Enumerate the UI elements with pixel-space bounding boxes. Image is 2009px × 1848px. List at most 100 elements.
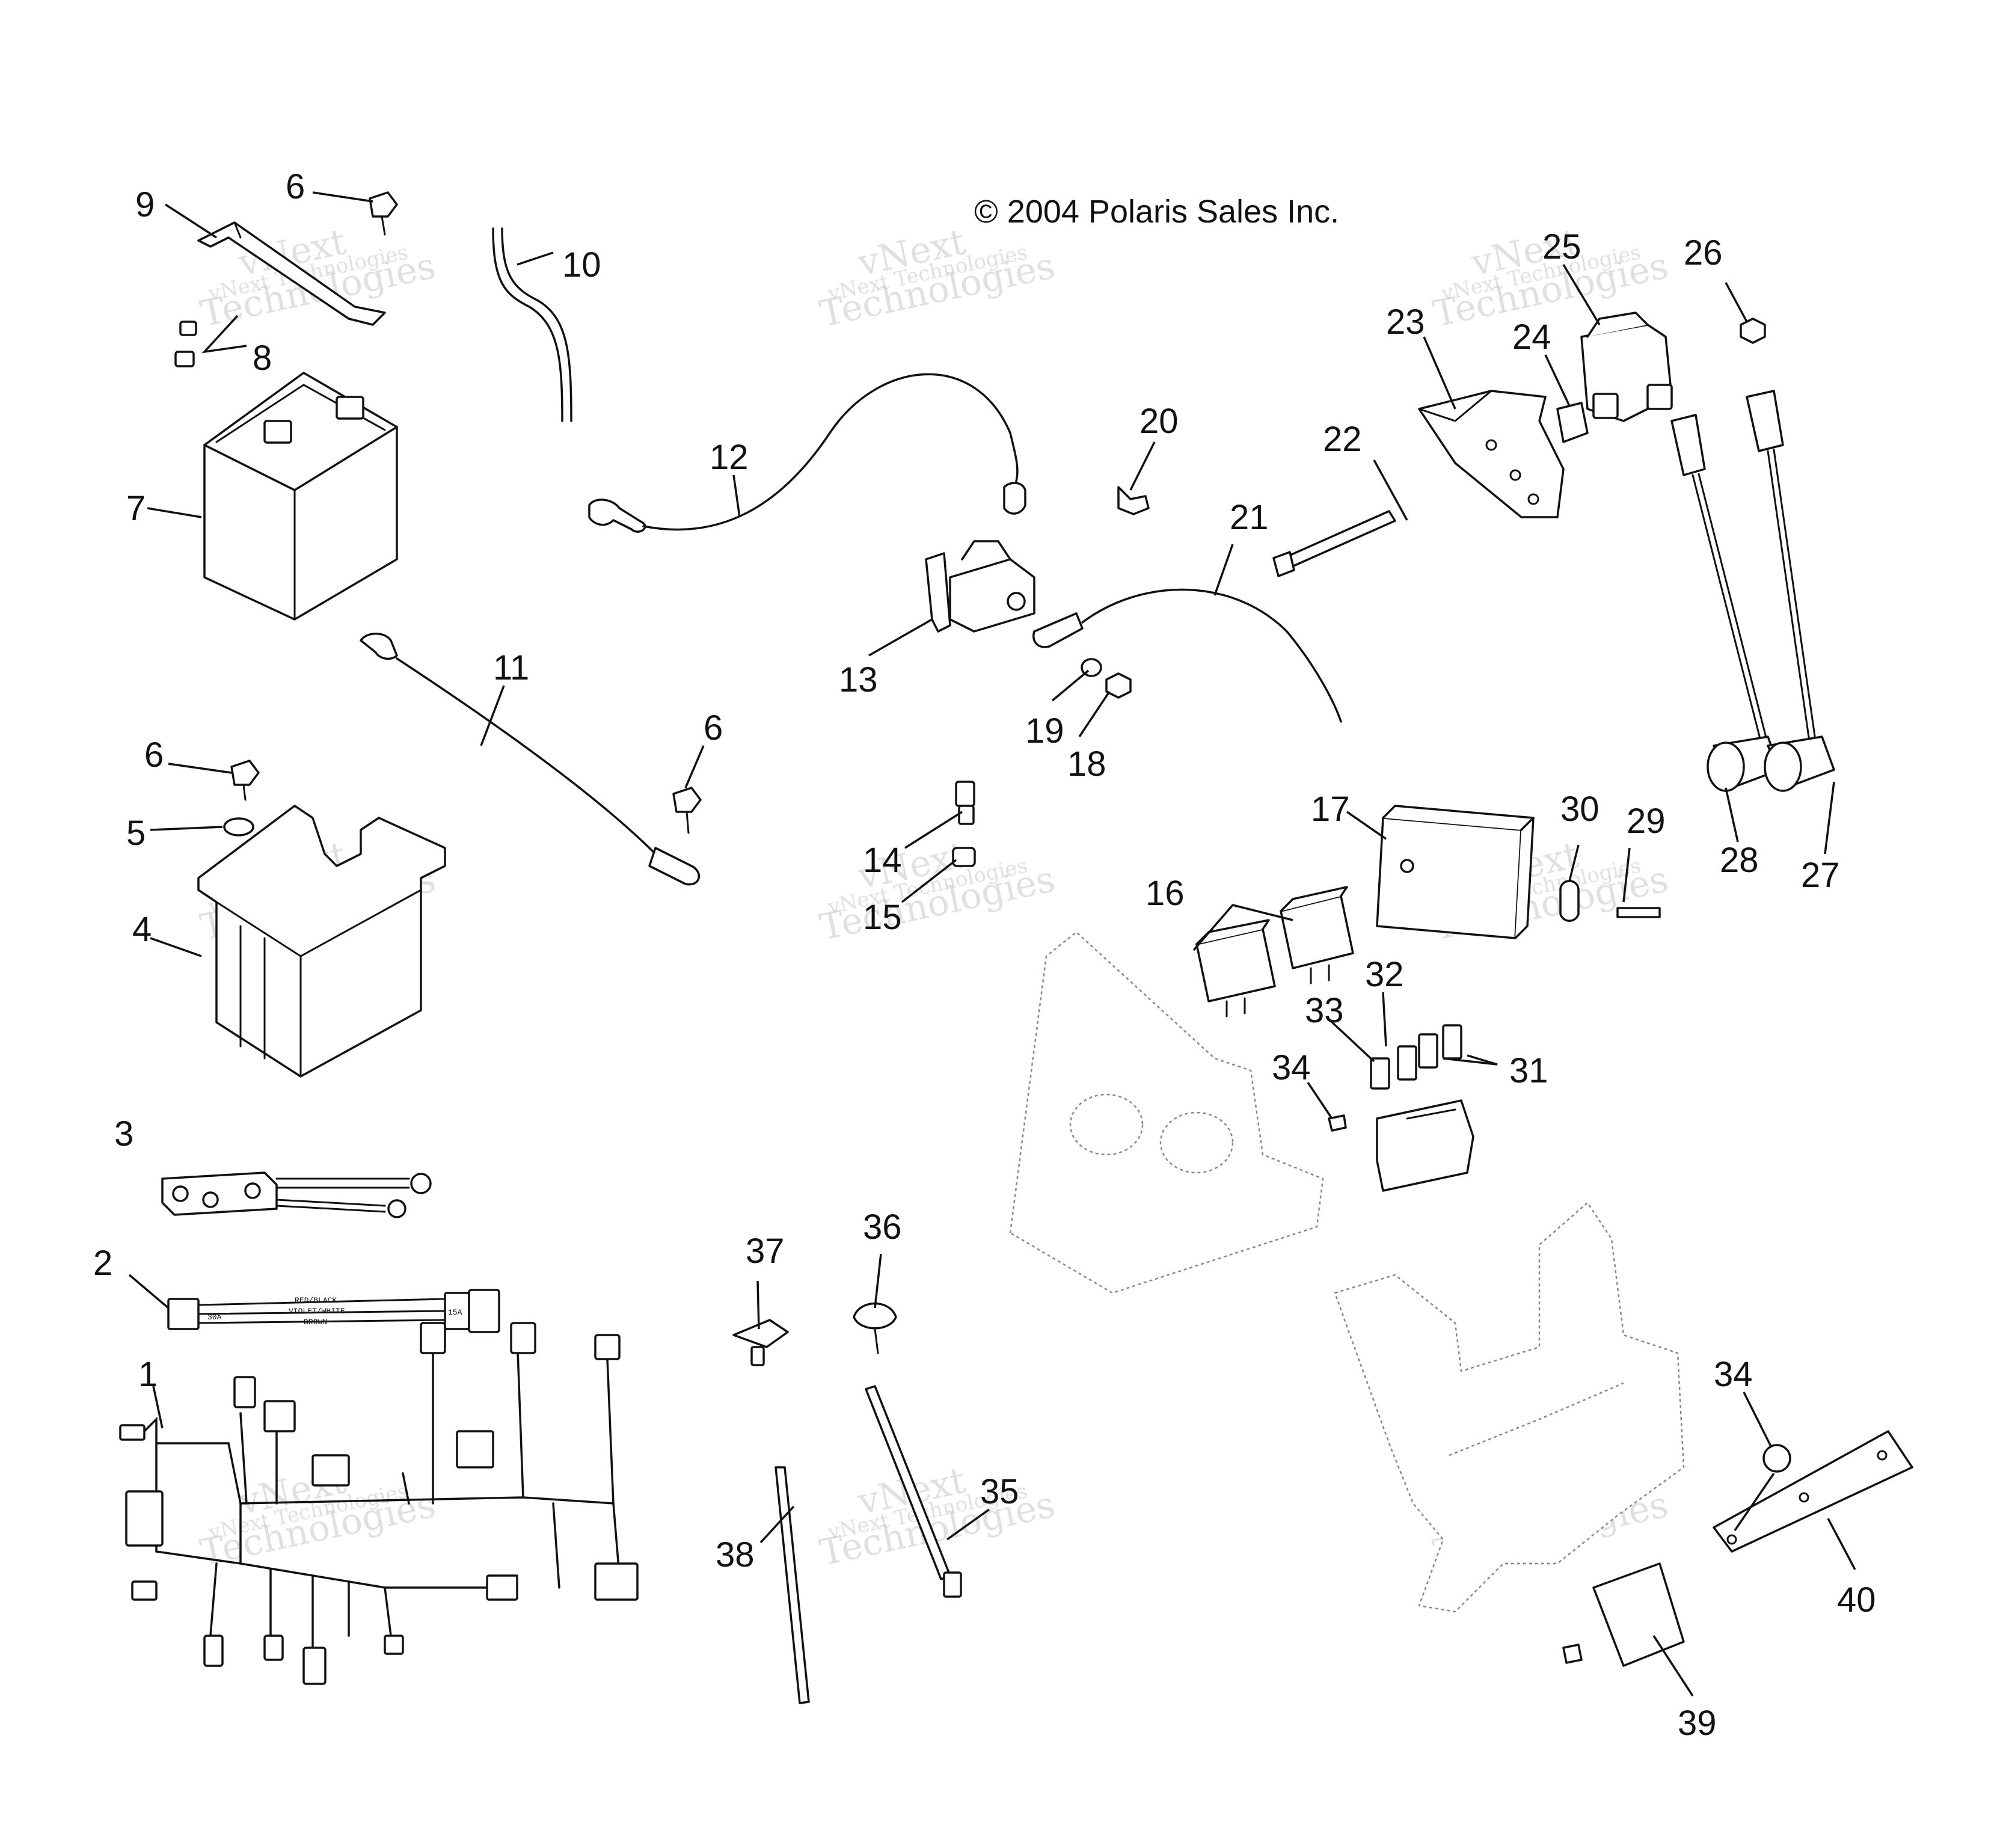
callout-16: 16 [1146, 874, 1185, 913]
part-fuse-32 [1397, 1045, 1417, 1081]
callout-24: 24 [1512, 318, 1551, 357]
part-plug-lead-28 [1670, 414, 1781, 792]
callout-3: 3 [114, 1114, 133, 1153]
part-nut-18 [1105, 672, 1132, 699]
callout-1: 1 [138, 1355, 158, 1394]
watermark-5: vNext Technologies vNext Technologies [816, 834, 1058, 949]
callout-2: 2 [93, 1244, 112, 1283]
part-clip-36 [853, 1302, 897, 1354]
part-tie-35 [865, 1385, 962, 1598]
wire-label-fuse: 30A [207, 1313, 222, 1322]
callout-18: 18 [1067, 744, 1106, 784]
callout-6-mid: 6 [704, 708, 723, 747]
callout-17: 17 [1311, 790, 1350, 829]
wire-label-plug: 15A [448, 1308, 462, 1317]
part-sleeve-24 [1556, 402, 1589, 443]
callout-12: 12 [710, 438, 749, 477]
part-clip-30 [1559, 880, 1580, 922]
watermark-2: vNext Technologies vNext Technologies [816, 221, 1058, 336]
part-bracket-40 [1713, 1430, 1913, 1553]
callout-36: 36 [863, 1208, 902, 1247]
part-screw-34a [1328, 1114, 1347, 1132]
part-cable-21 [1032, 588, 1342, 723]
part-fuse-31a [1418, 1033, 1438, 1069]
callout-30: 30 [1560, 790, 1600, 829]
callout-31: 31 [1509, 1051, 1548, 1090]
callout-39: 39 [1678, 1704, 1717, 1743]
part-main-harness [119, 1322, 639, 1685]
callout-22: 22 [1323, 420, 1362, 459]
callout-10: 10 [562, 245, 601, 284]
callout-21: 21 [1230, 498, 1269, 537]
part-solenoid [925, 540, 1035, 633]
part-cable-12 [588, 373, 1026, 533]
callout-34-lower: 34 [1714, 1355, 1753, 1394]
part-cable-11 [360, 633, 701, 886]
callout-38: 38 [716, 1535, 755, 1574]
callout-labels: 1 2 3 4 5 6 6 6 7 8 9 10 11 12 13 14 15 … [93, 167, 1876, 1743]
part-bolt-20 [1117, 486, 1150, 515]
part-screw-39 [1562, 1644, 1583, 1664]
callout-37: 37 [746, 1232, 785, 1271]
callout-32: 32 [1365, 955, 1404, 994]
part-vent-tube-edge [501, 227, 572, 422]
callout-35: 35 [980, 1472, 1019, 1511]
callout-28: 28 [1720, 841, 1759, 880]
part-plug-lead-27 [1746, 390, 1835, 792]
part-tie-38 [774, 1466, 810, 1704]
part-screw-34b [1762, 1444, 1791, 1473]
callout-29: 29 [1627, 802, 1666, 841]
leader-lines [128, 191, 1856, 1696]
part-bolt-6c [230, 760, 260, 801]
part-vent-tube [492, 227, 563, 422]
part-clip-37 [732, 1319, 789, 1366]
part-washer-5 [223, 817, 254, 837]
callout-40: 40 [1837, 1580, 1876, 1619]
part-bolt-22 [1272, 510, 1396, 577]
callout-25: 25 [1542, 227, 1581, 266]
part-battery-box [197, 805, 446, 1078]
callout-11: 11 [493, 648, 529, 687]
callout-33: 33 [1305, 991, 1344, 1030]
callout-15: 15 [863, 898, 902, 937]
callout-27: 27 [1801, 856, 1840, 895]
part-fuse-31b [1442, 1024, 1462, 1060]
part-harness-3 [161, 1171, 432, 1218]
callout-14: 14 [863, 841, 902, 880]
part-battery [203, 372, 398, 621]
callout-26: 26 [1684, 233, 1723, 272]
watermark-1: vNext Technologies vNext Technologies [197, 221, 439, 336]
callout-23: 23 [1386, 302, 1425, 342]
part-relay-16b [1280, 886, 1354, 984]
part-relay-16a [1195, 919, 1276, 1018]
part-ignition-coil [1580, 312, 1673, 422]
part-frame-lower [1334, 1202, 1685, 1613]
part-fuse-block [1376, 1099, 1474, 1192]
callout-5: 5 [126, 814, 146, 853]
wire-label-middle: VIOLET/WHITE [289, 1307, 345, 1316]
part-nut-26 [1740, 318, 1766, 344]
part-bracket-23 [1418, 390, 1565, 518]
copyright-text: © 2004 Polaris Sales Inc. [974, 194, 1339, 230]
part-battery-strap [197, 221, 386, 326]
part-nuts-8 [174, 321, 197, 367]
part-cap-15 [952, 847, 976, 867]
part-frame-plate [1009, 931, 1324, 1294]
part-cdi-box [1376, 805, 1535, 939]
part-switch-14 [955, 781, 975, 825]
callout-20: 20 [1139, 402, 1179, 441]
wire-label-lower: BROWN [304, 1318, 327, 1327]
part-cover-39 [1592, 1562, 1685, 1667]
callout-4: 4 [132, 910, 152, 949]
callout-6-left: 6 [144, 735, 164, 775]
callout-9: 9 [135, 185, 155, 224]
part-bolt-6b [672, 787, 702, 834]
part-screw-29 [1616, 907, 1661, 918]
callout-13: 13 [839, 660, 878, 699]
callout-19: 19 [1025, 711, 1064, 751]
wire-label-upper: RED/BLACK [295, 1296, 337, 1305]
part-fuse-33 [1370, 1057, 1390, 1090]
part-harness-2: RED/BLACK VIOLET/WHITE BROWN 30A 15A [167, 1289, 500, 1333]
callout-6-top: 6 [286, 167, 305, 206]
